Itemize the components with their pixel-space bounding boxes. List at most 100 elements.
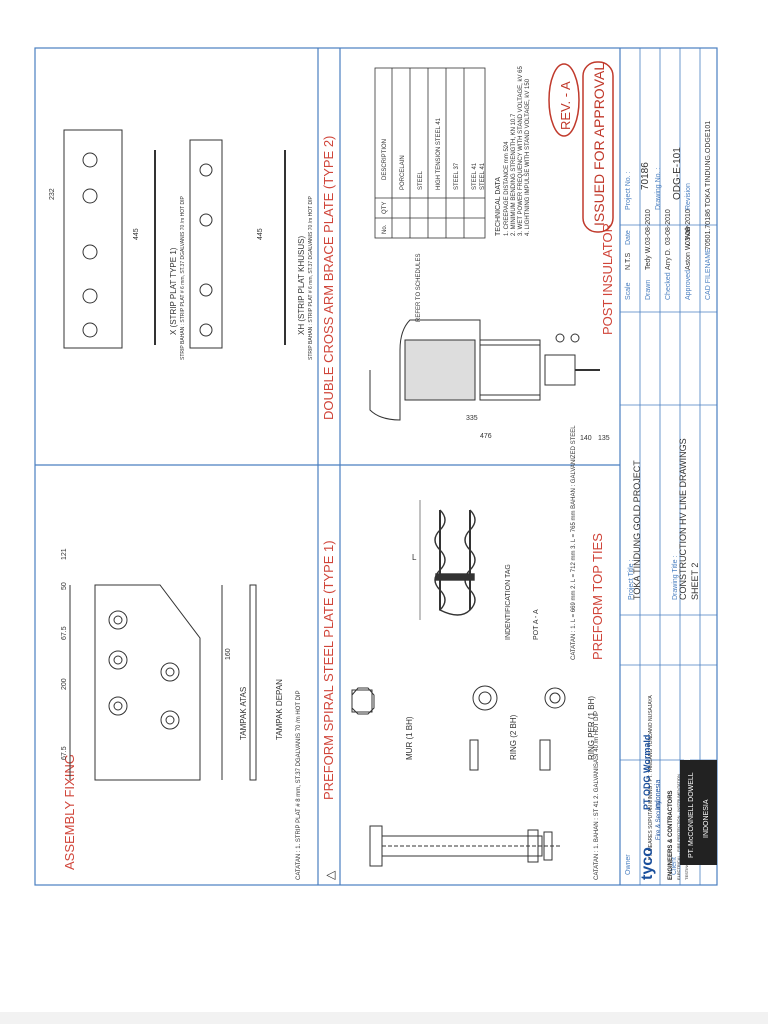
issued-stamp: ISSUED FOR APPROVAL [591,63,607,226]
table-header-desc: DESCRIPTION [382,139,388,180]
ring-per-label: RING PER (1 BH) [587,696,596,760]
brace-x-title: X (STRIP PLAT TYPE 1) [169,247,178,335]
drawing-no-label: Drawing No. : [655,168,662,210]
checked-date: 03-08-2010 [665,209,672,245]
brace-dim-445: 445 [133,228,140,240]
plate-dim-9: 160 [225,648,232,660]
company-heading: ENGINEERS & CONTRACTORS [668,790,674,880]
checked-label: Checked [665,272,672,300]
brace-dim-bottom-445: 445 [257,228,264,240]
drawn-date: 03-08-2010 [645,209,652,245]
tyco-logo: tyco [639,847,656,880]
plate-dim-2: 200 [61,678,68,690]
checked-value: Arry D. [665,248,672,270]
section-double-cross: DOUBLE CROSS ARM BRACE PLATE (TYPE 2) [321,136,336,420]
assembly-fixing-drawing [351,685,566,867]
table-row-6: STEEL 41 [480,162,486,190]
owner-text: PT. MEARES SOPUTAN MINING / PT. TAMBANG … [648,695,654,860]
rev-label: REV. - A [558,81,573,130]
drawing-title-label: Drawing Title : [672,556,679,600]
tie-tag-label: INDENTIFICATION TAG [505,564,512,640]
drawing-no: ODG-E-101 [672,147,683,200]
tampak-atas-label: TAMPAK ATAS [239,687,248,740]
drawing-sheet-label: SHEET 2 [690,563,700,600]
odg-sub: Indonesia [655,780,662,810]
post-dim-140: 140 [580,435,592,442]
tampak-depan-label: TAMPAK DEPAN [275,679,284,740]
scale-label: Scale [625,282,632,300]
brace-xh-title: XH (STRIP PLAT KHUSUS) [297,236,306,335]
post-insulator-drawing [369,319,600,421]
scale-value: N.T.S [625,253,632,270]
client-name-dark: PT. McCONNELL DOWELL [688,772,695,858]
client-sub-dark: INDONESIA [703,799,710,838]
approved-date: 03-08-2010 [685,209,692,245]
post-dim-335: 335 [466,415,478,422]
brace-x-sub: STRIP BAHAN : STRIP PLAT # 6 mm, ST.37 D… [180,195,186,360]
approved-label: Approved [685,270,692,300]
post-dim-476: 476 [480,433,492,440]
table-header-no: No. [382,224,388,234]
table-row-3: HIGH TENSION STEEL 41 [436,117,442,190]
post-refer-label: REFER TO SCHEDULES [416,254,422,322]
table-row-1: PORCELAIN [400,155,406,190]
tech-line-4: 4. LIGHTNING IMPULSE WITH STAND VOLTAGE,… [525,78,531,236]
plate-dim-3: 67.5 [61,626,68,640]
brace-plate-drawing [63,129,286,349]
preform-plate-drawing [69,584,257,781]
tech-line-1: 1. CREEPAGE DISTANCE mm 524 [504,141,510,236]
parts-table [374,67,486,239]
table-row-2: STEEL [418,170,424,190]
section-preform-steel: PREFORM SPIRAL STEEL PLATE (TYPE 1) [321,540,336,800]
date-label: Date [625,230,632,245]
tech-line-3: 3. WET POWER FREQUENCY WITH STAND VOLTAG… [518,66,524,236]
drawn-label: Drawn [645,280,652,300]
revision-stamp: REV. - A ISSUED FOR APPROVAL [548,61,614,233]
ring-two-label: RING (2 BH) [509,714,518,760]
client-label: Client [671,857,678,875]
table-row-4: STEEL 37 [454,162,460,190]
mur-label: MUR (1 BH) [405,716,414,760]
post-dim-135: 135 [598,435,610,442]
project-title: TOKA TINDUNG GOLD PROJECT [632,460,642,600]
company-logo-block: tyco Fire & Security PT ODG Wormald Indo… [639,735,689,880]
cad-label: CAD FILENAME [705,248,712,300]
tech-line-2: 2. MINIMUM BENDING STRENGTH, KN 10.7 [511,113,517,236]
project-title-label: Project Title : [628,559,635,600]
preform-plate-note: CATATAN : 1. STRIP PLAT # 8 mm, ST.37 DG… [296,690,302,880]
tie-note: CATATAN : 1. L = 669 mm 2. L = 712 mm 3.… [571,425,577,660]
client-box [680,760,717,865]
plate-dim-4: 50 [61,582,68,590]
tie-pot-label: POT A - A [533,609,540,640]
plate-dim-1: 67.5 [61,746,68,760]
table-header-qty: QTY [382,202,388,214]
approved-value: Aston W. Walr [685,225,692,270]
table-row-5: STEEL 41 [472,162,478,190]
tech-title: TECHNICAL DATA [495,177,502,236]
assembly-note: CATATAN : 1. BAHAN : ST 41 2. GALVANISAS… [594,711,600,880]
project-no-label: Project No. : [625,171,632,210]
company-extra: TESTING, COMMISSIONING & MAINTENANCE SER… [684,772,689,880]
cad-filename: 70501.70186 TOKA TINDUNG.ODGE101 [705,121,712,250]
plate-dim-5: 121 [61,548,68,560]
preform-ties-drawing [419,500,476,620]
sheet-frame [34,47,718,886]
tyco-sub: Fire & Security [656,801,662,840]
tie-l-label: L [412,553,417,562]
brace-dim-232: 232 [49,188,56,200]
section-post-insulator: POST INSULATOR [600,223,615,335]
odg-logo: PT ODG Wormald [642,735,652,810]
project-no: 70186 [640,162,651,190]
warning-triangle-icon: △ [323,870,337,880]
owner-label: Owner [625,854,632,875]
revision-label: Revision [685,183,692,210]
drawing-title: CONSTRUCTION HV LINE DRAWINGS [678,438,688,600]
brace-xh-sub: STRIP BAHAN : STRIP PLAT # 6 mm, ST.37 D… [308,195,314,360]
section-assembly-fixing: ASSEMBLY FIXING [62,754,77,870]
drawn-value: Tedy W. [645,245,652,270]
section-preform-ties: PREFORM TOP TIES [590,533,605,660]
company-services: ELECTRICAL - FIRE PROTECTION - INSTRUMEN… [676,774,681,880]
page-edge [0,1012,768,1024]
